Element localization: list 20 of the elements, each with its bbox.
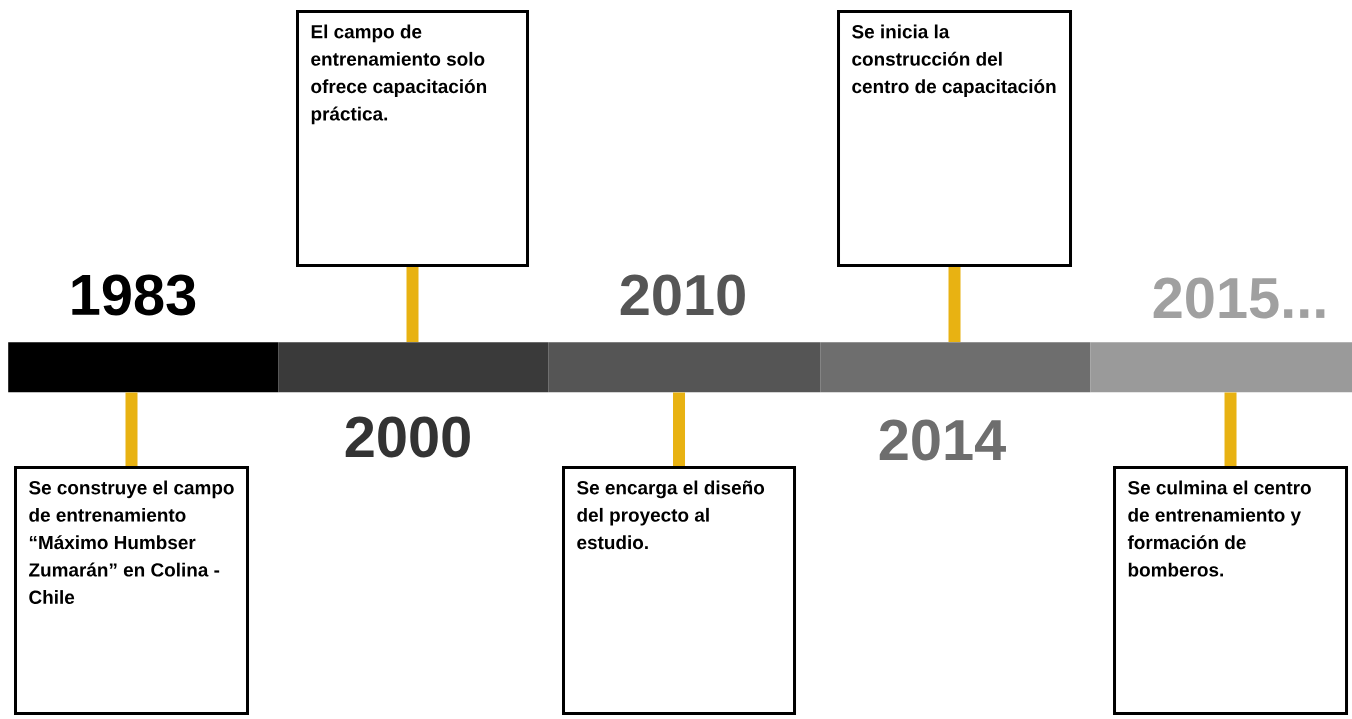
timeline-segment — [8, 342, 279, 393]
connector-line — [406, 267, 419, 342]
event-box: Se encarga el diseño del proyecto al estudio. — [562, 466, 796, 715]
timeline-segment — [278, 342, 549, 393]
year-label: 1983 — [72, 274, 196, 316]
event-box: El campo de entrenamiento solo ofrece capacitación práctica. — [296, 10, 529, 267]
year-label: 2000 — [345, 416, 470, 458]
year-label: 2010 — [620, 274, 745, 316]
year-label: 2015... — [1153, 277, 1325, 319]
timeline-segment — [1090, 342, 1352, 393]
connector-line — [1224, 392, 1237, 466]
event-box: Se culmina el centro de entrenamiento y formación de bomberos. — [1113, 466, 1348, 715]
connector-line — [125, 392, 138, 466]
event-box: Se inicia la construcción del centro de capacitación — [837, 10, 1072, 267]
timeline-segment — [820, 342, 1091, 393]
connector-line — [673, 392, 685, 466]
year-label: 2014 — [879, 419, 1006, 461]
timeline-segment — [548, 342, 821, 393]
event-box: Se construye el campo de entrenamiento “Máximo Humbser Zumarán” en Colina - Chile — [14, 466, 249, 715]
connector-line — [948, 267, 961, 342]
